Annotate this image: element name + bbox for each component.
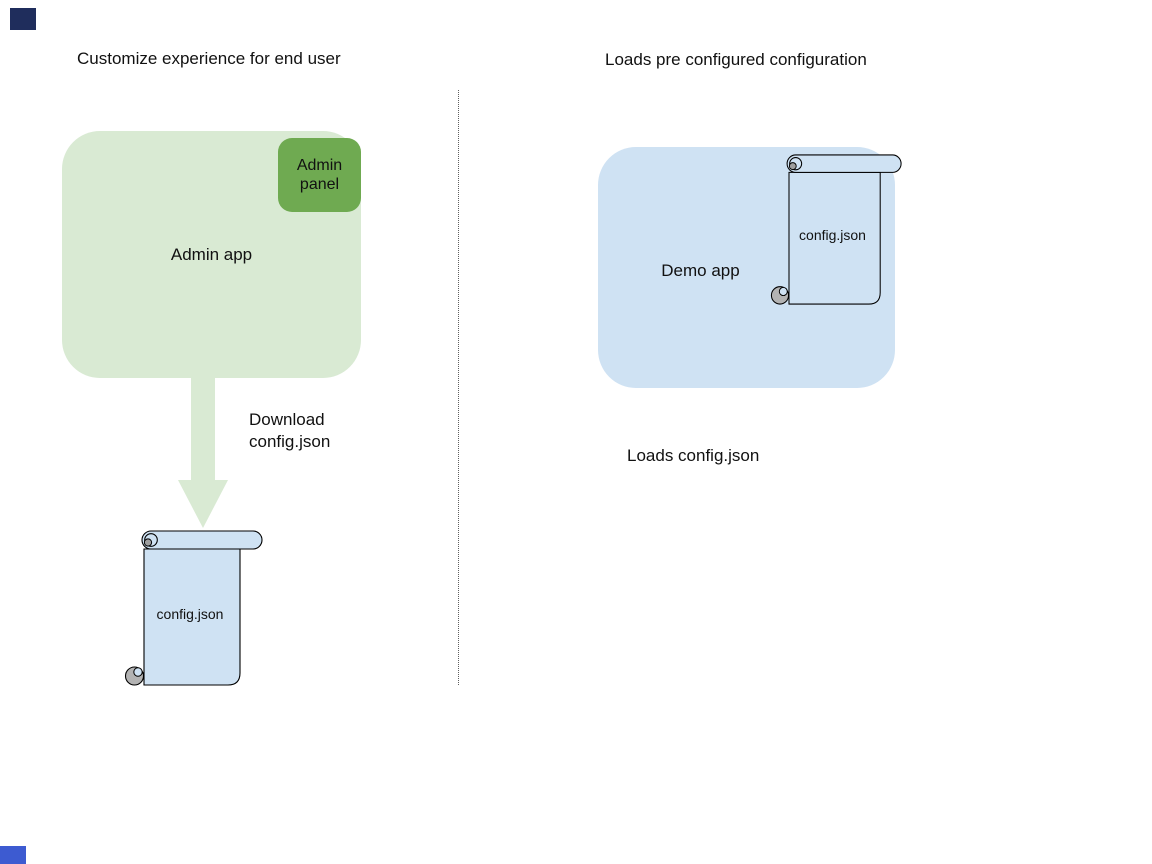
scroll-shape-icon (124, 530, 263, 686)
scroll-shape-icon (770, 154, 902, 305)
top-left-marker (10, 8, 36, 30)
download-arrow-icon (178, 378, 228, 528)
demo-app-label: Demo app (661, 261, 740, 280)
section-divider (458, 90, 459, 685)
config-json-scroll-left: config.json (124, 530, 264, 688)
loads-config-caption: Loads config.json (627, 446, 760, 465)
config-json-label-right: config.json (799, 227, 866, 244)
download-arrow-label: Download config.json (249, 410, 331, 451)
bottom-left-marker (0, 846, 26, 864)
left-section-title: Customize experience for end user (77, 49, 341, 68)
config-json-label-left: config.json (156, 605, 224, 622)
admin-app-box: Admin app Admin panel (62, 131, 361, 378)
right-section-title: Loads pre configured configuration (605, 50, 867, 69)
config-json-scroll-right: config.json (770, 154, 903, 307)
admin-app-label: Admin app (170, 244, 253, 264)
admin-panel-box: Admin panel (278, 138, 361, 212)
admin-panel-label: Admin panel (296, 157, 343, 193)
